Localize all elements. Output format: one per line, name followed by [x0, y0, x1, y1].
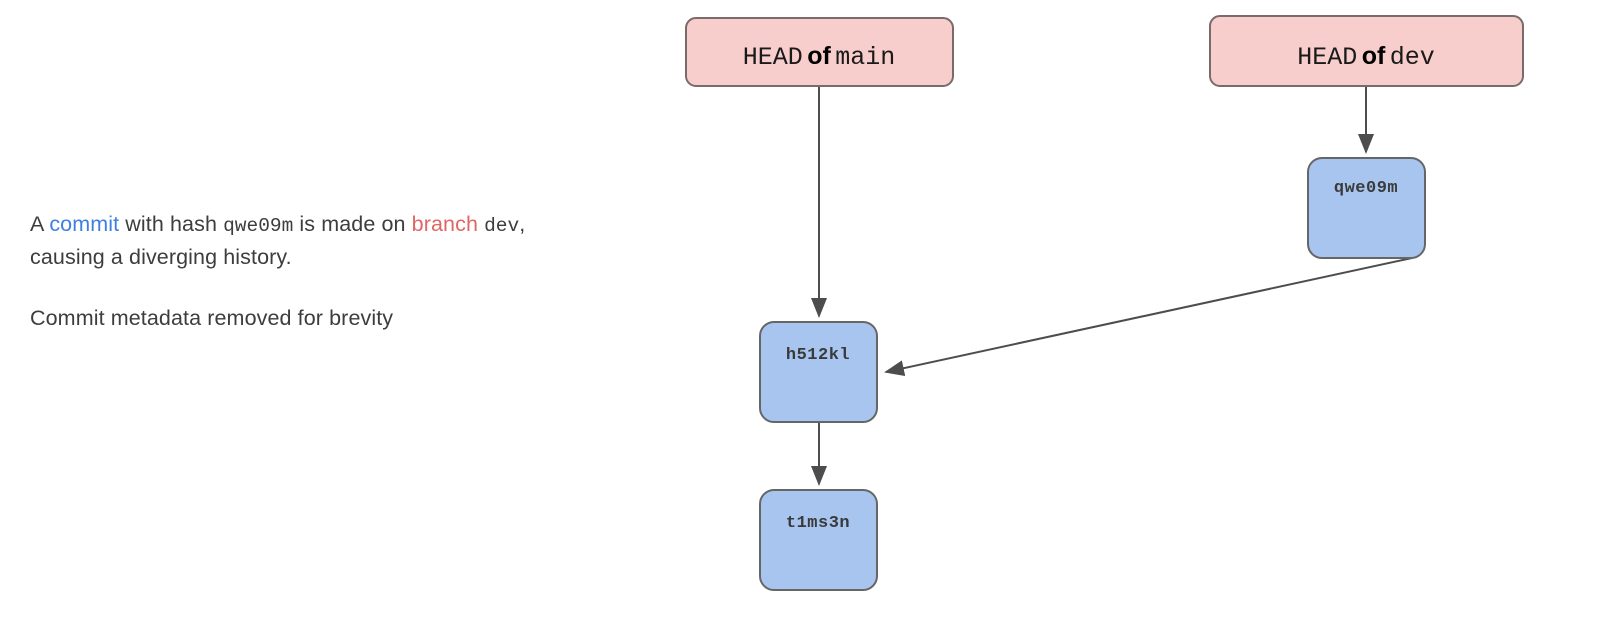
explanation-text-block: A commit with hash qwe09m is made on bra… [30, 209, 590, 334]
explanation-paragraph-1: A commit with hash qwe09m is made on bra… [30, 209, 590, 273]
head-main-prefix: HEAD [743, 43, 803, 72]
node-head-dev[interactable]: HEAD of dev [1209, 15, 1524, 87]
node-head-main[interactable]: HEAD of main [685, 17, 954, 87]
node-commit-h512kl[interactable]: h512kl [759, 321, 878, 423]
head-main-box[interactable] [685, 17, 954, 87]
head-dev-label: HEAD of dev [1297, 42, 1435, 72]
commit-qwe09m-hash: qwe09m [1334, 179, 1398, 198]
branch-name-inline: dev [484, 215, 520, 237]
node-commit-qwe09m[interactable]: qwe09m [1307, 157, 1426, 259]
commit-h512kl-box[interactable] [759, 321, 878, 423]
text-segment-5: , causing a diverging history. [30, 212, 526, 269]
head-dev-middle: of [1362, 42, 1386, 70]
keyword-branch: branch [411, 212, 478, 236]
edges-group [811, 86, 1413, 486]
head-dev-prefix: HEAD [1297, 43, 1357, 72]
edge-qwe09m-to-h512kl [884, 257, 1413, 377]
commit-t1ms3n-hash: t1ms3n [786, 514, 850, 533]
head-main-middle: of [807, 42, 831, 70]
explanation-paragraph-2: Commit metadata removed for brevity [30, 306, 394, 330]
commit-hash-inline: qwe09m [223, 215, 294, 237]
commit-h512kl-hash: h512kl [786, 346, 850, 365]
head-main-label: HEAD of main [743, 42, 896, 72]
commit-qwe09m-box[interactable] [1307, 157, 1426, 259]
head-main-ref: main [835, 43, 895, 72]
head-dev-ref: dev [1390, 43, 1435, 72]
node-commit-t1ms3n[interactable]: t1ms3n [759, 489, 878, 591]
text-segment-3: is made on [293, 212, 412, 236]
text-segment-2: with hash [119, 212, 224, 236]
head-dev-box[interactable] [1209, 15, 1524, 87]
text-segment-1: A [30, 212, 50, 236]
commit-t1ms3n-box[interactable] [759, 489, 878, 591]
keyword-commit: commit [49, 212, 120, 236]
